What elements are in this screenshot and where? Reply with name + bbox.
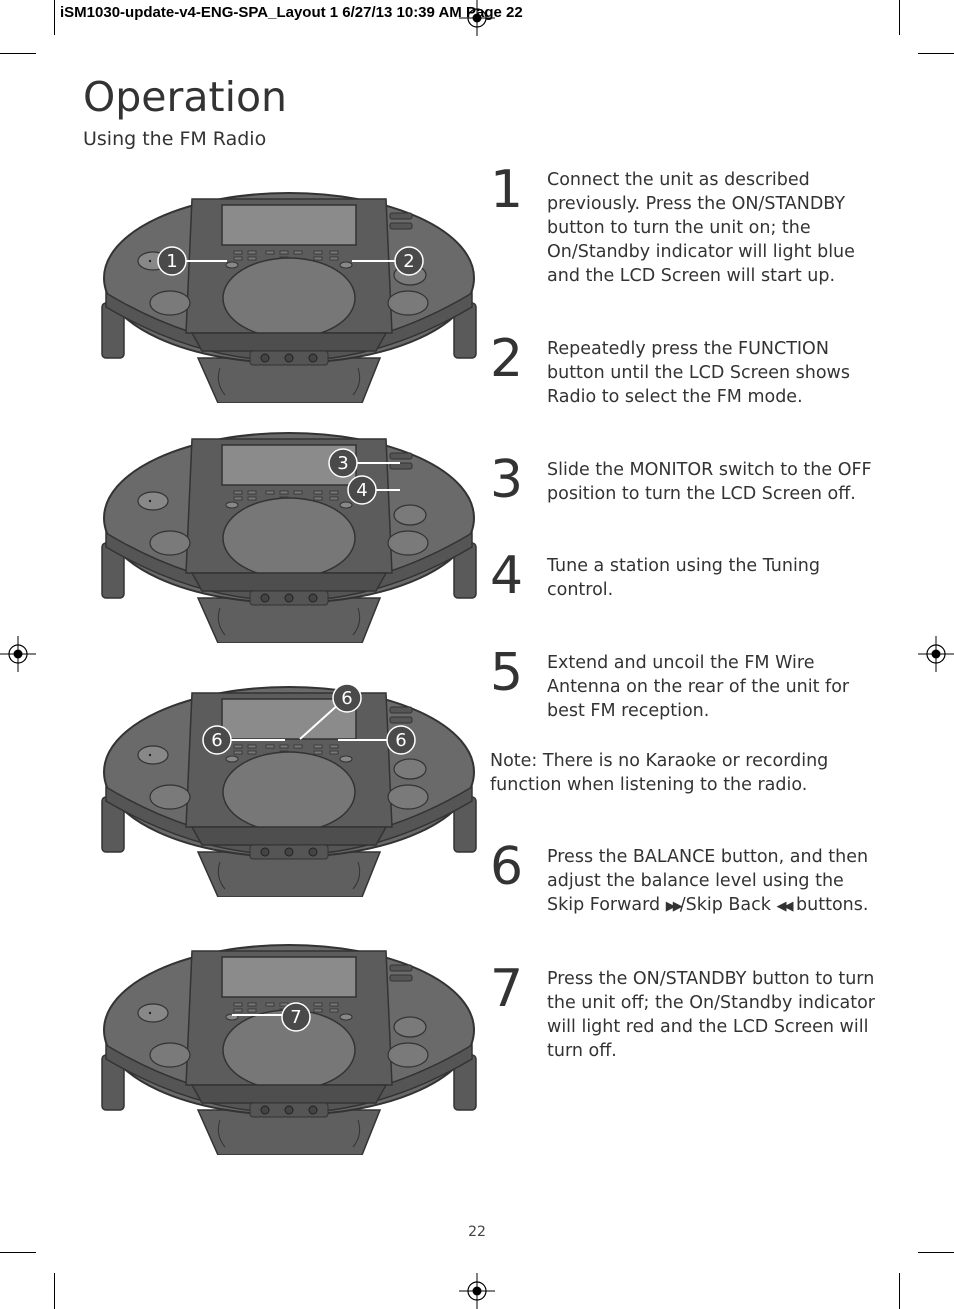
callout-4 xyxy=(347,475,377,505)
crop-mark xyxy=(899,1273,900,1309)
registration-mark-icon xyxy=(459,1273,495,1309)
device-illustration-2: 3 4 xyxy=(101,432,477,643)
callout-label: 2 xyxy=(403,251,414,272)
crop-mark xyxy=(54,1273,55,1309)
crop-mark xyxy=(899,0,900,35)
step-text: Repeatedly press the FUNCTION button unt… xyxy=(547,339,850,407)
step-number: 6 xyxy=(490,837,524,897)
note-label: Note: xyxy=(490,751,538,771)
skip-forward-icon: ▶▶ xyxy=(665,899,683,914)
callout-label: 7 xyxy=(290,1007,301,1028)
step-number: 1 xyxy=(490,160,524,220)
step-text: Connect the unit as described previously… xyxy=(547,170,855,286)
step-number: 5 xyxy=(490,643,524,703)
callout-label: 4 xyxy=(356,480,367,501)
crop-mark xyxy=(0,1252,36,1253)
registration-mark-icon xyxy=(918,636,954,672)
step-number: 7 xyxy=(490,959,524,1019)
callout-label: 6 xyxy=(395,730,406,751)
callout-6 xyxy=(332,683,362,713)
note-text: There is no Karaoke or recording functio… xyxy=(490,751,829,795)
step-text: Press the ON/STANDBY button to turn the … xyxy=(547,969,875,1061)
note: Note: There is no Karaoke or recording f… xyxy=(490,749,870,797)
step-text: Extend and uncoil the FM Wire Antenna on… xyxy=(547,653,850,721)
step-number: 2 xyxy=(490,329,524,389)
callout-6 xyxy=(202,725,232,755)
callout-label: 6 xyxy=(211,730,222,751)
registration-mark-icon xyxy=(0,636,36,672)
callout-label: 1 xyxy=(166,251,177,272)
crop-mark xyxy=(0,53,36,54)
device-illustration-1: 1 2 xyxy=(101,192,477,403)
device-illustration-3: 6 6 6 xyxy=(101,683,477,897)
callout-label: 3 xyxy=(337,453,348,474)
callout-label: 6 xyxy=(341,688,352,709)
crop-mark xyxy=(54,0,55,35)
print-header: iSM1030-update-v4-ENG-SPA_Layout 1 6/27/… xyxy=(60,4,523,21)
callout-3 xyxy=(328,448,358,478)
callout-1 xyxy=(157,246,187,276)
step-text: Press the BALANCE button, and then adjus… xyxy=(547,845,877,919)
callout-7 xyxy=(281,1002,311,1032)
registration-mark-icon xyxy=(459,0,495,36)
page-number: 22 xyxy=(468,1224,486,1240)
step-number: 4 xyxy=(490,546,524,606)
device-illustration-4: 7 xyxy=(101,944,477,1155)
skip-back-icon: ◀◀ xyxy=(776,899,793,914)
step-text-part: buttons. xyxy=(790,895,869,915)
callout-2 xyxy=(394,246,424,276)
step-text: Tune a station using the Tuning control. xyxy=(547,556,821,600)
step-text: Slide the MONITOR switch to the OFF posi… xyxy=(547,460,872,504)
step-text-part: /Skip Back xyxy=(679,895,777,915)
step-text-part: Press the BALANCE button, and then adjus… xyxy=(547,847,869,915)
crop-mark xyxy=(918,1252,954,1253)
page-title: Operation xyxy=(83,73,288,121)
callout-6 xyxy=(386,725,416,755)
crop-mark xyxy=(918,53,954,54)
section-subtitle: Using the FM Radio xyxy=(83,128,267,150)
step-number: 3 xyxy=(490,450,524,510)
